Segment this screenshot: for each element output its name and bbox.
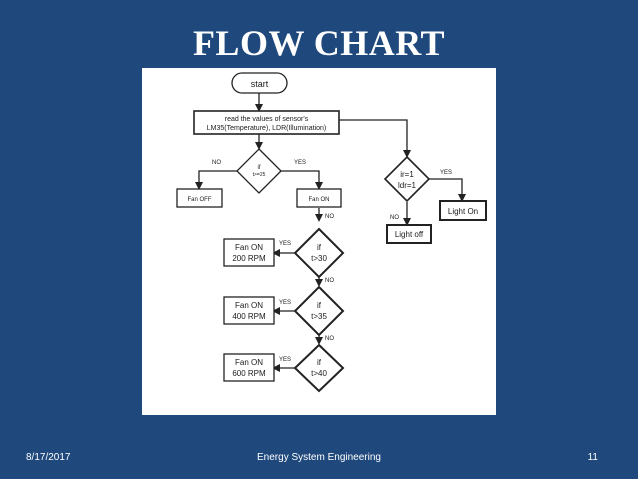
footer-page-number: 11 bbox=[587, 452, 598, 463]
label-yes-t40: YES bbox=[279, 357, 291, 363]
decision-t35-line2: t>35 bbox=[311, 312, 327, 321]
decision-t30-line2: t>30 bbox=[311, 254, 327, 263]
label-no-t35: NO bbox=[325, 336, 334, 342]
fan-on-box bbox=[296, 188, 342, 208]
read-sensors-line1: read the values of sensor's bbox=[225, 116, 309, 123]
fan-600-box bbox=[223, 353, 275, 382]
flowchart-diagram: start read the values of sensor's LM35(T… bbox=[176, 72, 487, 393]
decision-t40 bbox=[293, 343, 345, 393]
label-yes-t35: YES bbox=[279, 300, 291, 306]
arrow-t25-fanon bbox=[281, 170, 323, 190]
decision-t25-line1: if bbox=[258, 165, 261, 171]
fan-200-box bbox=[223, 238, 275, 267]
start-label: start bbox=[251, 79, 269, 89]
decision-ir-line1: ir=1 bbox=[400, 170, 414, 179]
fan-400-line1: Fan ON bbox=[235, 301, 263, 310]
light-off-label: Light off bbox=[395, 230, 424, 239]
read-sensors-box bbox=[193, 110, 340, 135]
arrow-t25-fanoff bbox=[195, 170, 237, 190]
connectors bbox=[195, 93, 466, 372]
label-no-t25: NO bbox=[212, 160, 221, 166]
slide-title: FLOW CHART bbox=[192, 23, 446, 63]
decision-t30 bbox=[293, 227, 345, 279]
start-terminator bbox=[231, 72, 288, 94]
decision-t40-line1: if bbox=[317, 358, 322, 367]
decision-t25-line2: t>=25 bbox=[253, 172, 266, 178]
light-on-box bbox=[439, 200, 487, 221]
fan-200-line1: Fan ON bbox=[235, 243, 263, 252]
decision-t35 bbox=[293, 285, 345, 337]
light-on-label: Light On bbox=[448, 207, 478, 216]
decision-t30-line1: if bbox=[317, 243, 322, 252]
fan-off-box bbox=[176, 188, 223, 208]
fan-200-line2: 200 RPM bbox=[232, 254, 266, 263]
fan-400-line2: 400 RPM bbox=[232, 312, 266, 321]
footer-title: Energy System Engineering bbox=[257, 452, 381, 463]
fan-600-line1: Fan ON bbox=[235, 358, 263, 367]
label-yes-ir: YES bbox=[440, 170, 452, 176]
flowchart-panel: start read the values of sensor's LM35(T… bbox=[142, 68, 496, 415]
decision-ir-line2: ldr=1 bbox=[398, 181, 417, 190]
fan-on-label: Fan ON bbox=[308, 197, 329, 203]
label-no-fanon: NO bbox=[325, 214, 334, 220]
arrow-read-ir bbox=[339, 119, 411, 158]
read-sensors-line2: LM35(Temperature), LDR(Illumination) bbox=[207, 125, 326, 132]
fan-400-box bbox=[223, 296, 275, 325]
label-no-ir: NO bbox=[390, 215, 399, 221]
arrow-ir-lighton bbox=[429, 178, 466, 202]
decision-t25 bbox=[236, 148, 282, 194]
footer-date: 8/17/2017 bbox=[26, 452, 71, 463]
fan-off-label: Fan OFF bbox=[187, 197, 211, 203]
label-yes-t30: YES bbox=[279, 241, 291, 247]
decision-ir-ldr bbox=[383, 155, 431, 203]
decision-t40-line2: t>40 bbox=[311, 369, 327, 378]
label-no-t30: NO bbox=[325, 278, 334, 284]
decision-t35-line1: if bbox=[317, 301, 322, 310]
label-yes-t25: YES bbox=[294, 160, 306, 166]
light-off-box bbox=[386, 224, 432, 244]
fan-600-line2: 600 RPM bbox=[232, 369, 266, 378]
